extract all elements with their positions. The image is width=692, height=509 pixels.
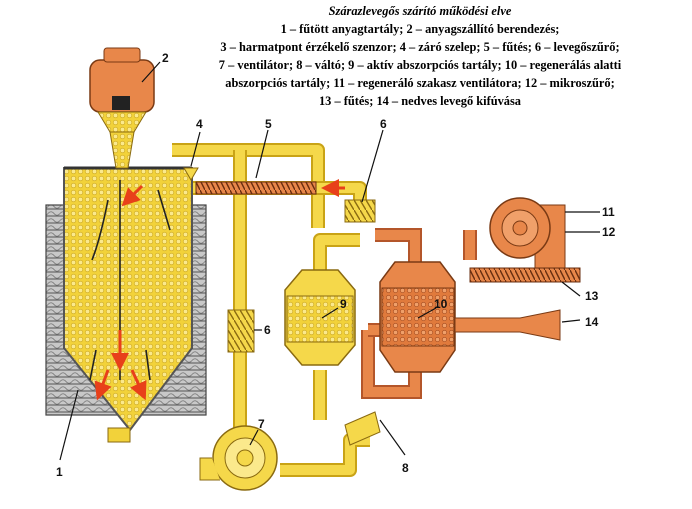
- label-10: 10: [434, 297, 448, 311]
- caption-line-3: 7 – ventilátor; 8 – váltó; 9 – aktív abs…: [218, 58, 622, 72]
- caption-line-5: 13 – fűtés; 14 – nedves levegő kifúvása: [318, 94, 522, 108]
- caption: Szárazlevegős szárító működési elve 1 – …: [150, 2, 690, 110]
- regeneration-tank: [379, 261, 456, 373]
- moist-air-exhaust: [454, 309, 561, 341]
- label-9: 9: [340, 297, 347, 311]
- material-conveyor: [89, 47, 155, 169]
- heated-hopper: [63, 166, 193, 443]
- switching-valve: [344, 411, 381, 446]
- heater-5: [195, 181, 317, 195]
- label-13: 13: [585, 289, 599, 303]
- active-adsorption-tank: [284, 269, 356, 366]
- label-5: 5: [265, 117, 272, 131]
- label-12: 12: [602, 225, 616, 239]
- regeneration-heater: [469, 267, 581, 283]
- label-2: 2: [162, 51, 169, 65]
- label-7: 7: [258, 417, 265, 431]
- label-4: 4: [196, 117, 203, 131]
- label-8: 8: [402, 461, 409, 475]
- label-11: 11: [602, 205, 615, 219]
- caption-title: Szárazlevegős szárító működési elve: [328, 4, 512, 18]
- red-flow-arrows: [94, 179, 345, 401]
- caption-line-2: 3 – harmatpont érzékelő szenzor; 4 – zár…: [220, 40, 620, 54]
- shutoff-valve: [183, 167, 199, 181]
- regeneration-fan: [489, 197, 566, 276]
- label-6-top: 6: [380, 117, 387, 131]
- caption-line-4: abszorpciós tartály; 11 – regeneráló sza…: [225, 76, 615, 90]
- caption-line-1: 1 – fűtött anyagtartály; 2 – anyagszállí…: [280, 22, 560, 36]
- label-14: 14: [585, 315, 599, 329]
- label-1: 1: [56, 465, 63, 479]
- part-labels: 1 2 4 5 6 6 7 8 9 10 11 12 13 14: [56, 51, 616, 479]
- label-6-vertical: 6: [264, 323, 271, 337]
- air-filter-top: [344, 199, 376, 223]
- leader-lines: [59, 61, 600, 461]
- air-filter-vertical: [227, 309, 255, 353]
- fan: [199, 425, 278, 491]
